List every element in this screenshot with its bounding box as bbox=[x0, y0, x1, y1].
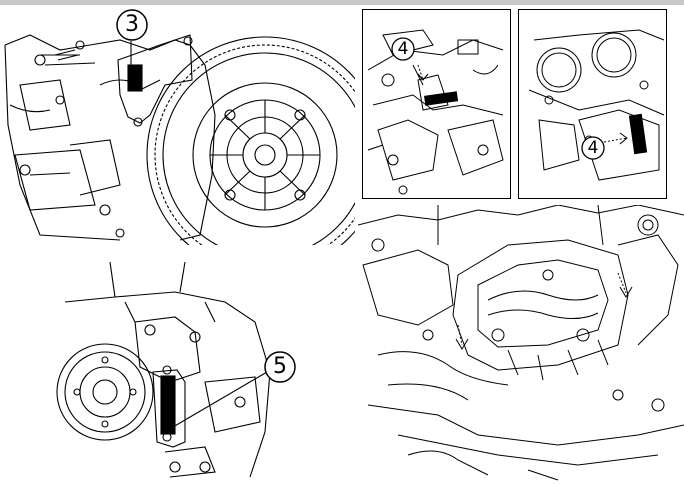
callout-4-label-left: 4 bbox=[397, 39, 409, 59]
crank-pulley-illustration: 5 bbox=[55, 262, 315, 484]
top-divider-bar bbox=[0, 0, 684, 5]
callout-5-circle bbox=[264, 351, 296, 383]
flywheel-illustration: 3 bbox=[0, 5, 355, 245]
callout-4-label-right: 4 bbox=[587, 138, 599, 158]
callout-4-circle-left bbox=[391, 37, 415, 61]
inset-detail-left: 4 bbox=[362, 9, 511, 199]
inset-detail-right: 4 bbox=[518, 9, 667, 199]
callout-3-circle bbox=[116, 9, 148, 41]
callout-4-circle-right bbox=[581, 136, 605, 160]
callout-5-label: 5 bbox=[273, 354, 287, 379]
engine-bay-illustration bbox=[358, 205, 684, 484]
callout-3-label: 3 bbox=[125, 12, 139, 37]
